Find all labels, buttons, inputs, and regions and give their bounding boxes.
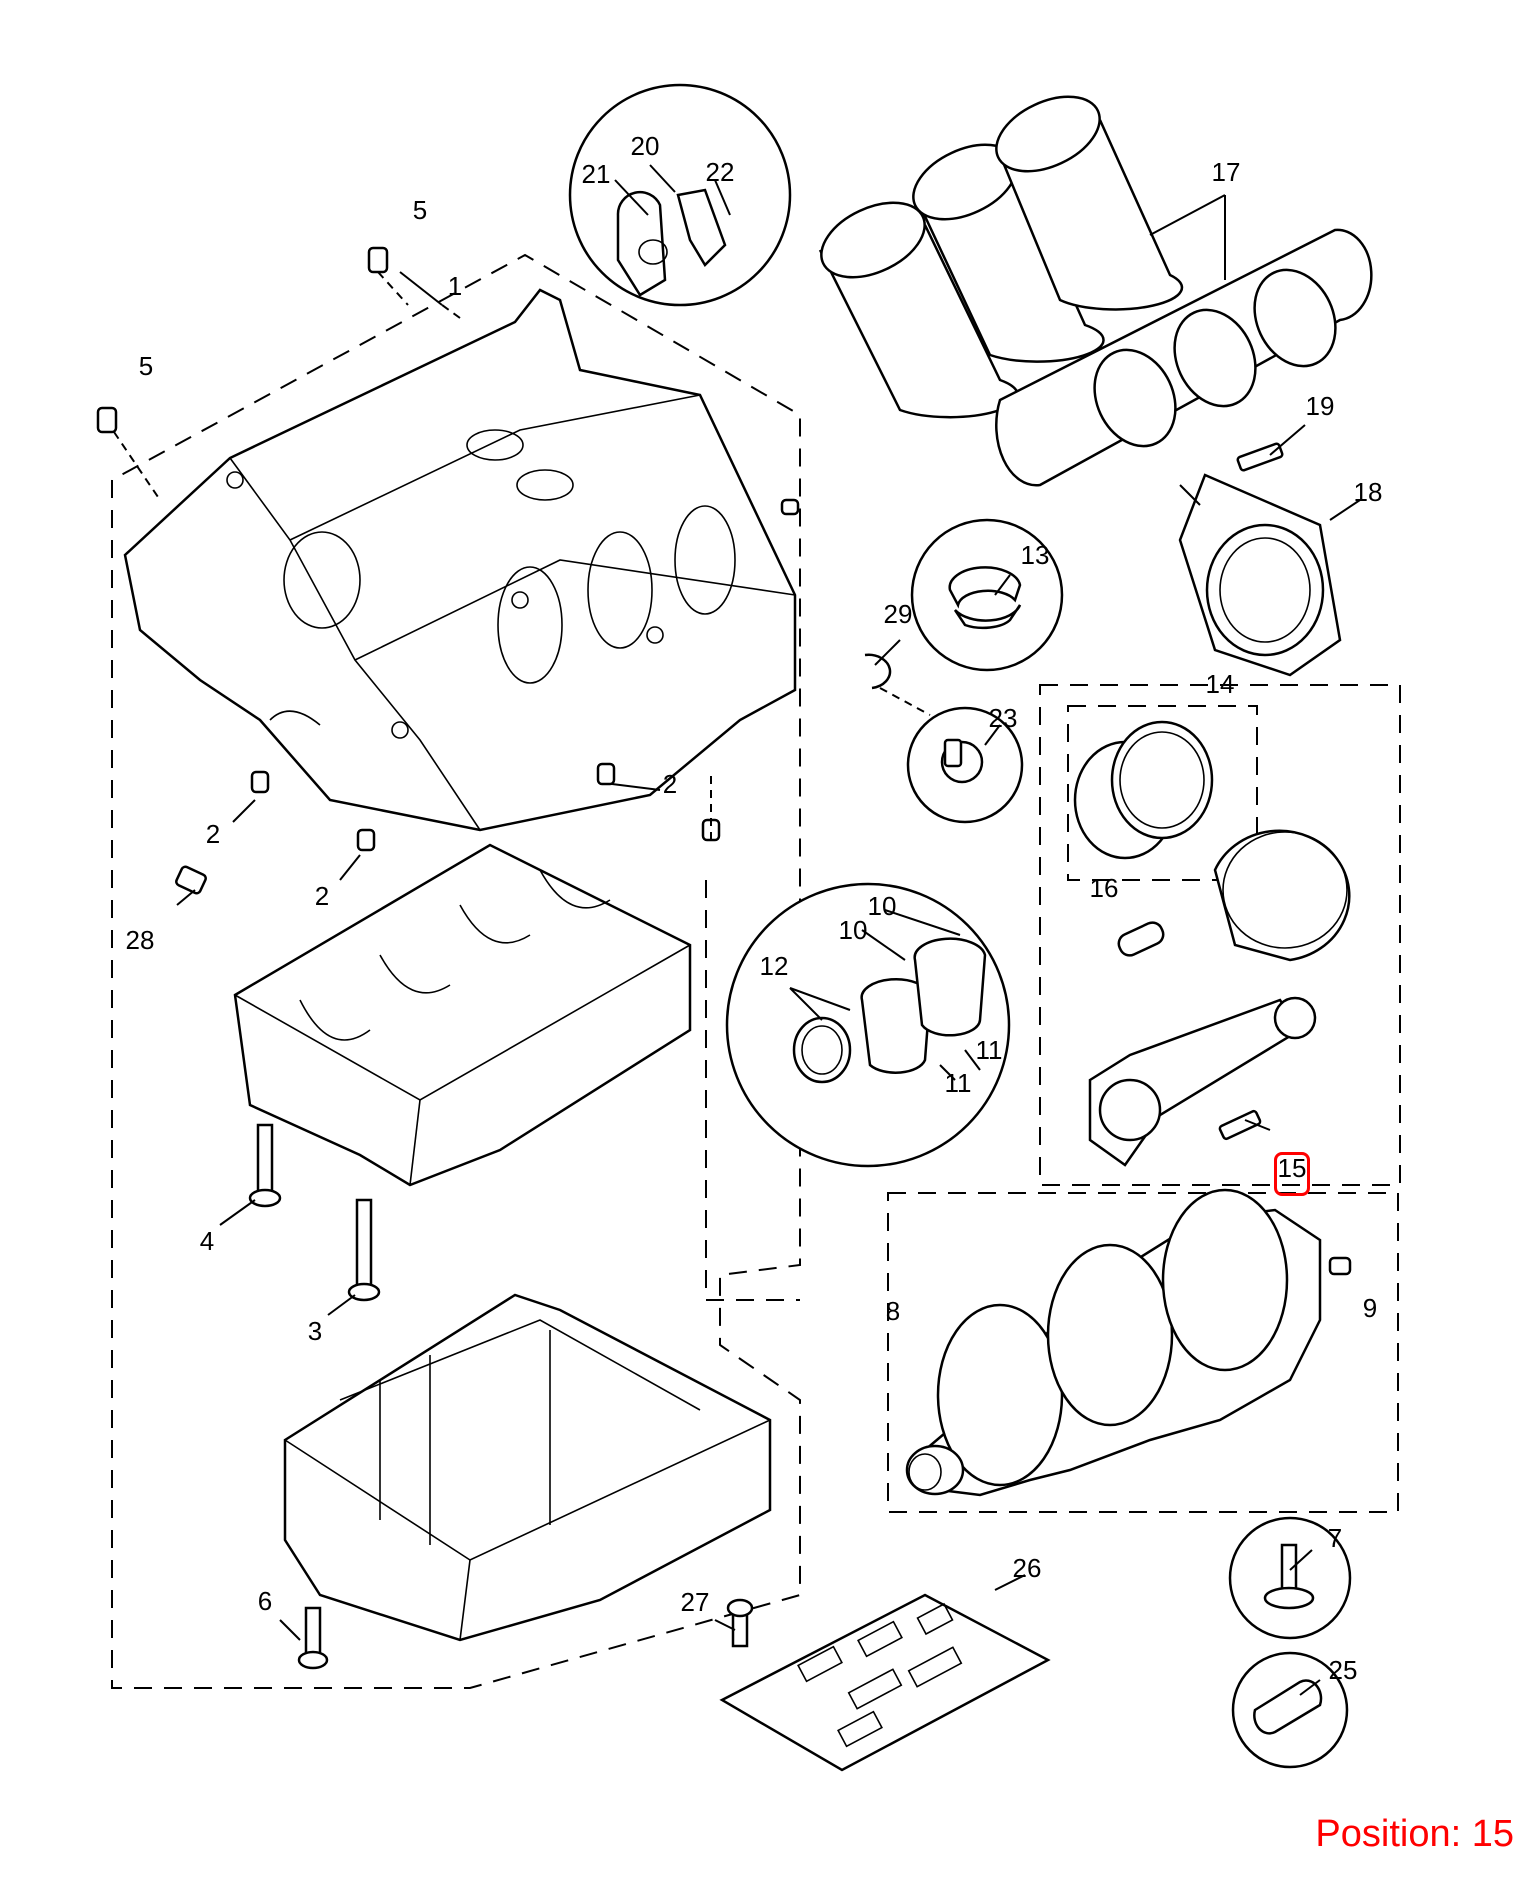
selected-callout-highlight [1274,1152,1310,1196]
callout-14[interactable]: 14 [1206,669,1235,699]
bearing-group-outline [705,880,800,1301]
rear-seal-carrier [1178,473,1342,677]
bearing-ladder [233,843,692,1187]
piston-group-outline [1039,684,1401,1186]
callout-13[interactable]: 13 [1021,540,1050,570]
piston-assembly [1073,720,1351,1167]
callout-9[interactable]: 9 [1363,1293,1377,1323]
callout-19[interactable]: 19 [1306,391,1335,421]
callout-8[interactable]: 8 [886,1296,900,1326]
callout-6[interactable]: 6 [258,1586,272,1616]
callout-21[interactable]: 21 [582,159,611,189]
callout-29[interactable]: 29 [884,599,913,629]
callout-22[interactable]: 22 [706,157,735,187]
callout-5-left[interactable]: 5 [139,351,153,381]
callout-18[interactable]: 18 [1354,477,1383,507]
block-group-outline [111,253,801,1689]
callout-3[interactable]: 3 [308,1316,322,1346]
callout-27[interactable]: 27 [681,1587,710,1617]
callout-labels: 1 2 2 2 3 4 5 5 6 7 8 9 10 10 11 11 12 1… [126,131,1383,1685]
callout-11-upper[interactable]: 11 [976,1035,1003,1065]
detail-insets [568,83,1352,1769]
callout-16[interactable]: 16 [1090,873,1119,903]
callout-26[interactable]: 26 [1013,1553,1042,1583]
callout-7[interactable]: 7 [1328,1523,1342,1553]
baffle-plate [719,1593,1051,1772]
callout-2-middle[interactable]: 2 [315,881,329,911]
callout-12[interactable]: 12 [760,951,789,981]
callout-4[interactable]: 4 [200,1226,214,1256]
callout-20[interactable]: 20 [631,131,660,161]
engine-block [123,288,797,832]
crankshaft [905,1188,1352,1497]
callout-11-lower[interactable]: 11 [945,1068,972,1098]
callout-10-lower[interactable]: 10 [839,915,868,945]
callout-23[interactable]: 23 [989,703,1018,733]
callout-2-right[interactable]: 2 [663,769,677,799]
callout-1[interactable]: 1 [448,271,462,301]
callout-2-left[interactable]: 2 [206,819,220,849]
callout-10-top[interactable]: 10 [868,891,897,921]
snap-ring [864,653,892,690]
callout-15[interactable]: 15 [1278,1153,1307,1183]
callout-28[interactable]: 28 [126,925,155,955]
position-indicator: Position: 15 [1315,1813,1514,1855]
callout-25[interactable]: 25 [1329,1655,1358,1685]
callout-5-top[interactable]: 5 [413,195,427,225]
leader-lines [113,164,1361,1696]
callout-17[interactable]: 17 [1212,157,1241,187]
cylinder-liners [818,95,1373,487]
oil-sump [283,1293,772,1642]
